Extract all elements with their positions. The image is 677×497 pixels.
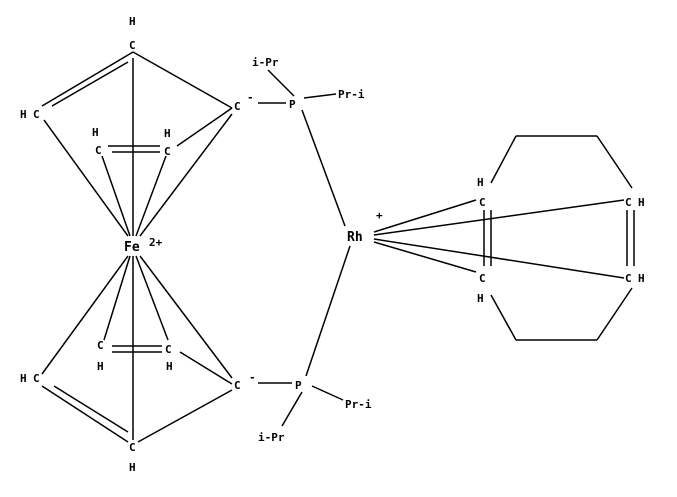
atom-c: C: [165, 343, 172, 356]
atom-fe: Fe: [124, 240, 140, 255]
bond-fe-ring: [101, 155, 131, 237]
atom-c-anion: C: [234, 100, 241, 113]
atom-c-anion: C: [234, 379, 241, 392]
anion-charge: -: [249, 371, 256, 384]
atom-c: C: [164, 145, 171, 158]
atom-h: H: [164, 127, 171, 140]
atom-h: H: [477, 176, 484, 189]
bond-cod: [596, 135, 633, 189]
bond-fe-ring: [41, 255, 129, 375]
atom-c: C: [97, 339, 104, 352]
atom-h: H: [129, 15, 136, 28]
bond-bottom-ring: [179, 351, 233, 385]
atom-h: H: [20, 108, 27, 121]
bond-top-ring: [176, 107, 233, 147]
bond-top-ring: [132, 51, 233, 109]
atom-h: H: [97, 360, 104, 373]
bond-top-ring: [41, 51, 134, 107]
bond-bottom-ring: [137, 389, 233, 443]
atom-c: C: [33, 372, 40, 385]
bond-fe-ring: [43, 119, 129, 237]
substituent-ipr: Pr-i: [345, 398, 372, 411]
atom-c: C: [625, 272, 632, 285]
bond-rh-alkene: [373, 199, 477, 233]
bond-fe-ring: [139, 113, 233, 237]
bond-fe-ring: [103, 255, 131, 341]
bond-fe-ring: [135, 155, 167, 237]
bond-bottom-ring: [41, 385, 129, 443]
bond-cod: [596, 287, 633, 341]
bond-fe-ring: [135, 255, 169, 341]
atom-c: C: [33, 108, 40, 121]
atom-labels: H C H C H C H C C - P i-Pr Pr-i Fe 2+ Rh…: [20, 15, 645, 474]
substituent-ipr: i-Pr: [258, 431, 285, 444]
bond-rh-alkene: [373, 199, 625, 236]
bond-p-rh: [305, 245, 351, 377]
substituent-ipr: Pr-i: [338, 88, 365, 101]
atom-c: C: [625, 196, 632, 209]
atom-c: C: [129, 441, 136, 454]
bonds: [41, 51, 635, 443]
atom-h: H: [129, 461, 136, 474]
atom-c: C: [479, 272, 486, 285]
atom-h: H: [638, 196, 645, 209]
bond-p-rh: [301, 109, 346, 227]
atom-h: H: [638, 272, 645, 285]
atom-p: P: [289, 98, 296, 111]
atom-h: H: [20, 372, 27, 385]
bond-p-ipr: [281, 391, 303, 427]
rh-charge: +: [376, 209, 383, 222]
bond-bottom-ring-double: [53, 385, 129, 433]
bond-p-ipr: [267, 69, 295, 97]
bond-cod: [490, 135, 517, 184]
bond-rh-alkene: [373, 238, 625, 279]
substituent-ipr: i-Pr: [252, 56, 279, 69]
atom-rh: Rh: [347, 230, 363, 245]
bond-top-ring-double: [51, 61, 129, 107]
atom-h: H: [166, 360, 173, 373]
fe-charge: 2+: [149, 236, 163, 249]
bond-fe-ring: [139, 255, 233, 379]
bond-cod: [490, 294, 517, 341]
atom-h: H: [92, 126, 99, 139]
atom-c: C: [95, 144, 102, 157]
atom-p: P: [295, 379, 302, 392]
anion-charge: -: [247, 91, 254, 104]
atom-c: C: [129, 39, 136, 52]
atom-h: H: [477, 292, 484, 305]
bond-rh-alkene: [373, 241, 477, 273]
bond-p-ipr: [311, 385, 344, 401]
bond-p-ipr: [303, 93, 337, 99]
atom-c: C: [479, 196, 486, 209]
